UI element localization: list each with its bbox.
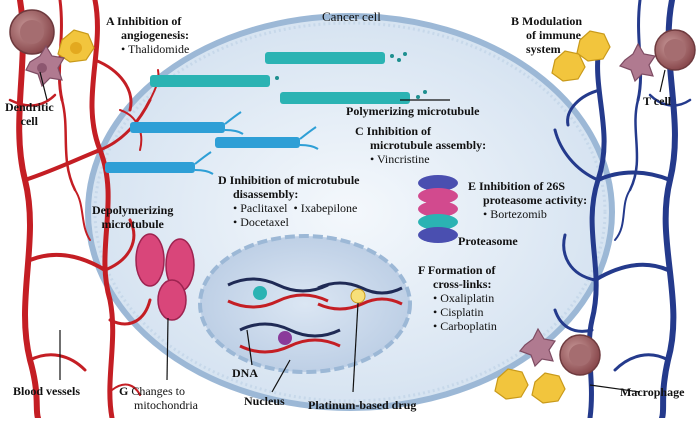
panel-f: F Formation of cross-links: Oxaliplatin … [418,263,497,333]
panel-a: A Inhibition of angiogenesis: Thalidomid… [106,14,189,56]
dendritic-label-2: cell [20,114,38,128]
panel-d-drug-2: Ixabepilone [294,201,358,215]
panel-g-letter: G [119,384,129,398]
proteasome-label: Proteasome [458,234,518,248]
panel-b: B Modulation of immune system [511,14,582,56]
panel-f-title-2: cross-links: [433,277,492,291]
panel-e-title-1: Inhibition of 26S [479,179,566,193]
panel-d: D Inhibition of microtubule disassembly:… [218,173,359,229]
panel-b-title-2: of immune [526,28,581,42]
immune-cells-top-right [551,29,696,83]
panel-d-drug-1: Paclitaxel [233,201,288,215]
panel-f-drug-2: Cisplatin [418,305,497,319]
panel-b-title-3: system [526,42,561,56]
immune-cells-bottom-right [494,327,601,404]
nucleus-label: Nucleus [244,394,285,408]
panel-g-title-2: mitochondria [134,398,198,412]
panel-a-title-2: angiogenesis: [121,28,190,42]
depolymerizing-label-1: Depolymerizing [92,203,174,217]
dna-strands [227,277,403,354]
dna-label: DNA [232,366,258,380]
panel-d-letter: D [218,173,227,187]
panel-f-drug-3: Carboplatin [418,319,497,333]
macrophage-yellow-icon [57,29,95,63]
panel-e: E Inhibition of 26S proteasome activity:… [468,179,587,221]
nucleus [198,234,412,374]
depolymerizing-microtubules [105,111,319,175]
panel-a-title-1: Inhibition of [117,14,182,28]
depolymerizing-label-2: microtubule [101,217,164,231]
panel-c-title-2: microtubule assembly: [370,138,487,152]
panel-b-title-1: Modulation [522,14,583,28]
panel-d-title-2: disassembly: [233,187,299,201]
macrophage-label: Macrophage [620,385,685,399]
panel-c-title-1: Inhibition of [366,124,432,138]
depolymerizing-label: Depolymerizing microtubule [92,203,173,231]
panel-c-drug-1: Vincristine [355,152,486,166]
dendritic-cell-icon [25,44,65,88]
blood-vessels-label: Blood vessels [13,384,81,398]
panel-b-letter: B [511,14,520,28]
panel-g-title-1: Changes to [131,384,186,398]
panel-c: C Inhibition of microtubule assembly: Vi… [355,124,486,166]
panel-a-drug-1: Thalidomide [106,42,189,56]
polymerizing-microtubules [150,52,427,104]
panel-d-title-1: Inhibition of microtubule [229,173,360,187]
panel-e-drug-1: Bortezomib [468,207,587,221]
mitochondria-icon [135,233,195,321]
panel-f-drug-1: Oxaliplatin [418,291,497,305]
leader-lines [39,69,666,393]
panel-f-title-1: Formation of [427,263,496,277]
polymerizing-label: Polymerizing microtubule [346,104,480,118]
immune-cells-top-left [9,9,95,88]
panel-e-title-2: proteasome activity: [483,193,588,207]
panel-a-letter: A [106,14,115,28]
tcell-label: T cell [643,94,672,108]
panel-g: G Changes to mitochondria [119,384,198,412]
panel-c-letter: C [355,124,364,138]
blood-vessels-red [8,0,160,421]
platinum-label: Platinum-based drug [308,398,417,412]
cancer-cell-label: Cancer cell [322,9,381,24]
dendritic-label: Dendritic cell [5,100,54,128]
panel-d-drug-3: Docetaxel [218,215,359,229]
panel-f-letter: F [418,263,425,277]
panel-e-letter: E [468,179,477,193]
proteasome-icon [418,175,458,243]
dendritic-label-1: Dendritic [5,100,54,114]
